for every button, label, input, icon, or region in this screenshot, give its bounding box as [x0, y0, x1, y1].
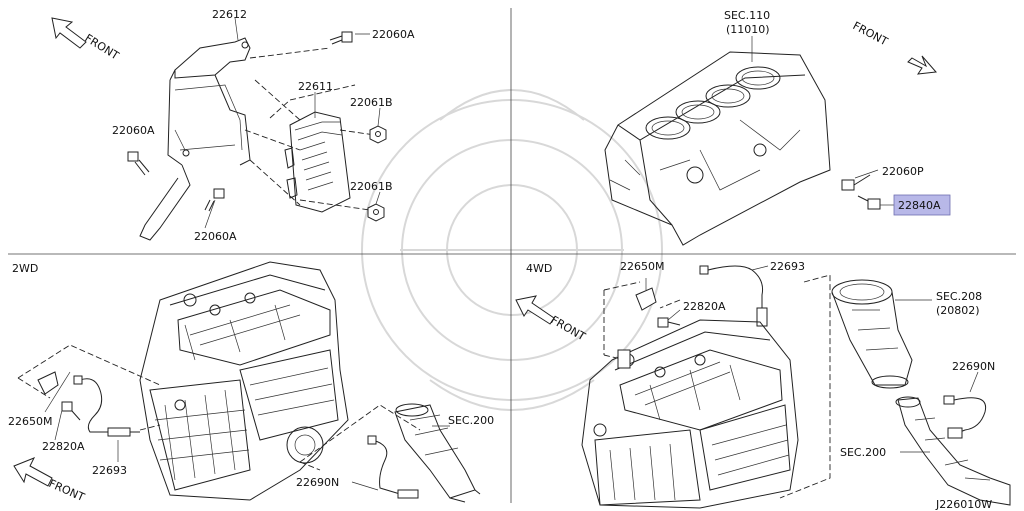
part-label-22840A: 22840A: [898, 199, 941, 212]
bolt-22820A: [61, 401, 81, 421]
front-label: FRONT: [82, 32, 121, 63]
engine-4wd: [581, 319, 799, 509]
front-arrow-icon: [907, 55, 938, 75]
sensor-22690N: [367, 435, 419, 499]
bolt-22060A-bottom: [204, 188, 225, 212]
bolt-22820A: [657, 309, 681, 328]
section-ref-label: SEC.110: [724, 9, 770, 22]
part-label-22690N: 22690N: [296, 476, 339, 489]
front-label: FRONT: [549, 313, 588, 343]
part-label-22693: 22693: [770, 260, 805, 273]
sensor-22690N: [943, 395, 987, 439]
bracket-22650M: [635, 278, 657, 311]
front-label: FRONT: [851, 19, 891, 48]
part-label-22612: 22612: [212, 8, 247, 21]
bolt-22060P: [841, 174, 871, 191]
part-label-22061B: 22061B: [350, 180, 393, 193]
cylinder-block: [604, 51, 831, 246]
front-arrow-icon: [515, 295, 555, 325]
front-arrow-icon: [13, 457, 53, 487]
bolt-22060A-left: [127, 151, 150, 176]
part-label-22650M: 22650M: [8, 415, 52, 428]
bracket-22650M: [37, 371, 59, 395]
engine-2wd: [139, 261, 349, 501]
quadrant-bottom-left: 2WD: [8, 261, 494, 504]
quadrant-grid: [8, 8, 1016, 503]
section-ref-label: SEC.208: [936, 290, 982, 303]
part-label-22061B: 22061B: [350, 96, 393, 109]
part-label-22693: 22693: [92, 464, 127, 477]
section-ref-label: SEC.200: [840, 446, 886, 459]
quadrant-title: 2WD: [12, 262, 38, 275]
bracket-22612: [139, 37, 251, 241]
part-label-22060A: 22060A: [112, 124, 155, 137]
quadrant-top-left: FRONT: [51, 8, 415, 243]
part-label-22690N: 22690N: [952, 360, 995, 373]
highlight-box: [893, 194, 951, 216]
quadrant-title: 4WD: [526, 262, 552, 275]
nut-22061B-bottom: [367, 203, 385, 222]
part-label-22060A: 22060A: [372, 28, 415, 41]
sensor-22693: [699, 265, 768, 327]
sensor-22840A: [857, 195, 881, 210]
part-label-22060A: 22060A: [194, 230, 237, 243]
section-ref-sublabel: (11010): [726, 23, 770, 36]
nut-22061B-top: [369, 125, 387, 144]
exhaust-front-pipe: [831, 279, 913, 389]
front-label: FRONT: [47, 477, 87, 504]
section-ref-sublabel: (20802): [936, 304, 980, 317]
sensor-22693: [73, 375, 140, 437]
part-label-22820A: 22820A: [683, 300, 726, 313]
section-ref-label: SEC.200: [448, 414, 494, 427]
part-label-22611: 22611: [298, 80, 333, 93]
diagram-id: J226010W: [935, 498, 992, 511]
part-label-22060P: 22060P: [882, 165, 924, 178]
catalytic-converter: [895, 396, 1011, 506]
part-label-22820A: 22820A: [42, 440, 85, 453]
control-module-22611: [284, 111, 351, 213]
watermark-logo: [361, 89, 663, 411]
bolt-22060A-top: [329, 31, 353, 45]
part-label-22650M: 22650M: [620, 260, 664, 273]
catalytic-converter: [394, 403, 481, 503]
front-arrow-icon: [51, 17, 87, 49]
